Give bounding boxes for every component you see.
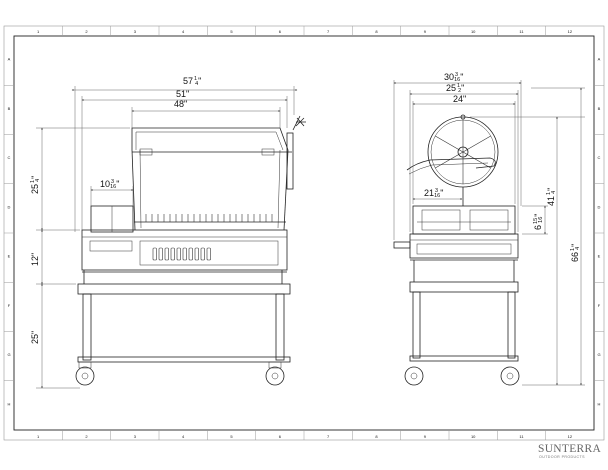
title-block: SUNTERRA OUTDOOR PRODUCTS — [538, 443, 601, 459]
rotisserie-hood — [131, 127, 289, 151]
vent-slot — [188, 247, 193, 261]
side-grill-body — [409, 233, 519, 259]
front-wheel-left — [75, 366, 95, 386]
side-wheel-right — [500, 366, 520, 386]
crank-handle-icon — [292, 115, 306, 131]
border-label-bottom: 8 — [375, 434, 378, 439]
border-label-left: C — [8, 155, 11, 160]
border-label-right: A — [598, 57, 601, 62]
dim-overall-height: 6614" — [570, 244, 581, 262]
vent-slot — [170, 247, 175, 261]
border-label-bottom: 7 — [327, 434, 330, 439]
border-label-bottom: 1 — [37, 434, 40, 439]
border-label-top: 1 — [37, 29, 40, 34]
spit-fork — [406, 157, 496, 171]
border-label-right: B — [598, 106, 601, 111]
border-label-bottom: 5 — [230, 434, 233, 439]
border-label-bottom: 10 — [471, 434, 476, 439]
vent-slot — [206, 247, 211, 261]
inner-border — [13, 35, 595, 431]
border-label-left: H — [8, 401, 11, 406]
front-wheel-right — [265, 366, 285, 386]
border-label-top: 10 — [471, 29, 476, 34]
border-label-bottom: 2 — [85, 434, 88, 439]
vent-slot — [200, 247, 205, 261]
wheel-spoke — [462, 135, 491, 153]
border-label-right: D — [598, 204, 601, 209]
border-label-top: 5 — [230, 29, 233, 34]
border-label-top: 3 — [134, 29, 137, 34]
dim-rotisserie-height: 2514" — [30, 176, 41, 194]
wheel-spoke — [435, 151, 464, 169]
border-label-top: 11 — [519, 29, 524, 34]
border-label-top: 6 — [279, 29, 282, 34]
front-leg-left — [82, 293, 92, 361]
border-label-left: D — [8, 204, 11, 209]
vent-slot — [182, 247, 187, 261]
dim-body-width: 51" — [176, 89, 189, 99]
border-label-left: A — [8, 57, 11, 62]
border-label-bottom: 4 — [182, 434, 185, 439]
border-label-right: H — [598, 401, 601, 406]
dim-grill-depth: 24" — [453, 94, 466, 104]
dim-leg-height: 25" — [30, 331, 40, 344]
border-label-right: G — [597, 352, 600, 357]
dim-grill-width: 48" — [174, 99, 187, 109]
border-label-bottom: 6 — [279, 434, 282, 439]
dim-wheel-height: 4114" — [546, 188, 557, 206]
grill-body — [81, 229, 288, 271]
brand-logo-text: SUNTERRA — [538, 443, 601, 455]
cart-shelf — [77, 283, 291, 295]
vent-slots — [152, 247, 211, 261]
border-label-top: 8 — [375, 29, 378, 34]
border-label-bottom: 3 — [134, 434, 137, 439]
side-handle — [393, 241, 411, 249]
border-label-left: E — [8, 254, 11, 259]
rotisserie-motor — [286, 132, 294, 190]
border-label-bottom: 12 — [568, 434, 573, 439]
border-label-bottom: 9 — [424, 434, 427, 439]
border-label-top: 4 — [182, 29, 185, 34]
border-label-bottom: 11 — [519, 434, 524, 439]
border-label-top: 12 — [568, 29, 573, 34]
border-label-left: B — [8, 106, 11, 111]
side-wheel-left — [404, 366, 424, 386]
vent-slot — [194, 247, 199, 261]
border-label-left: F — [8, 303, 11, 308]
border-label-top: 2 — [85, 29, 88, 34]
dim-firebox-height: 61516" — [533, 214, 544, 230]
side-leg-right — [507, 291, 516, 359]
vent-slot — [176, 247, 181, 261]
border-label-top: 9 — [424, 29, 427, 34]
border-label-right: C — [598, 155, 601, 160]
dim-cart-height: 12" — [30, 253, 40, 266]
vent-slot — [152, 247, 157, 261]
vent-slot — [164, 247, 169, 261]
front-leg-right — [275, 293, 285, 361]
wheel-spoke — [462, 151, 491, 169]
wheel-spokes — [435, 120, 491, 184]
grill-grate — [145, 214, 273, 222]
border-label-right: F — [598, 303, 601, 308]
vent-slot — [158, 247, 163, 261]
border-label-left: G — [7, 352, 10, 357]
border-label-top: 7 — [327, 29, 330, 34]
side-leg-left — [412, 291, 421, 359]
brand-tagline: OUTDOOR PRODUCTS — [539, 455, 585, 459]
wheel-spoke — [435, 135, 464, 153]
border-label-right: E — [598, 254, 601, 259]
